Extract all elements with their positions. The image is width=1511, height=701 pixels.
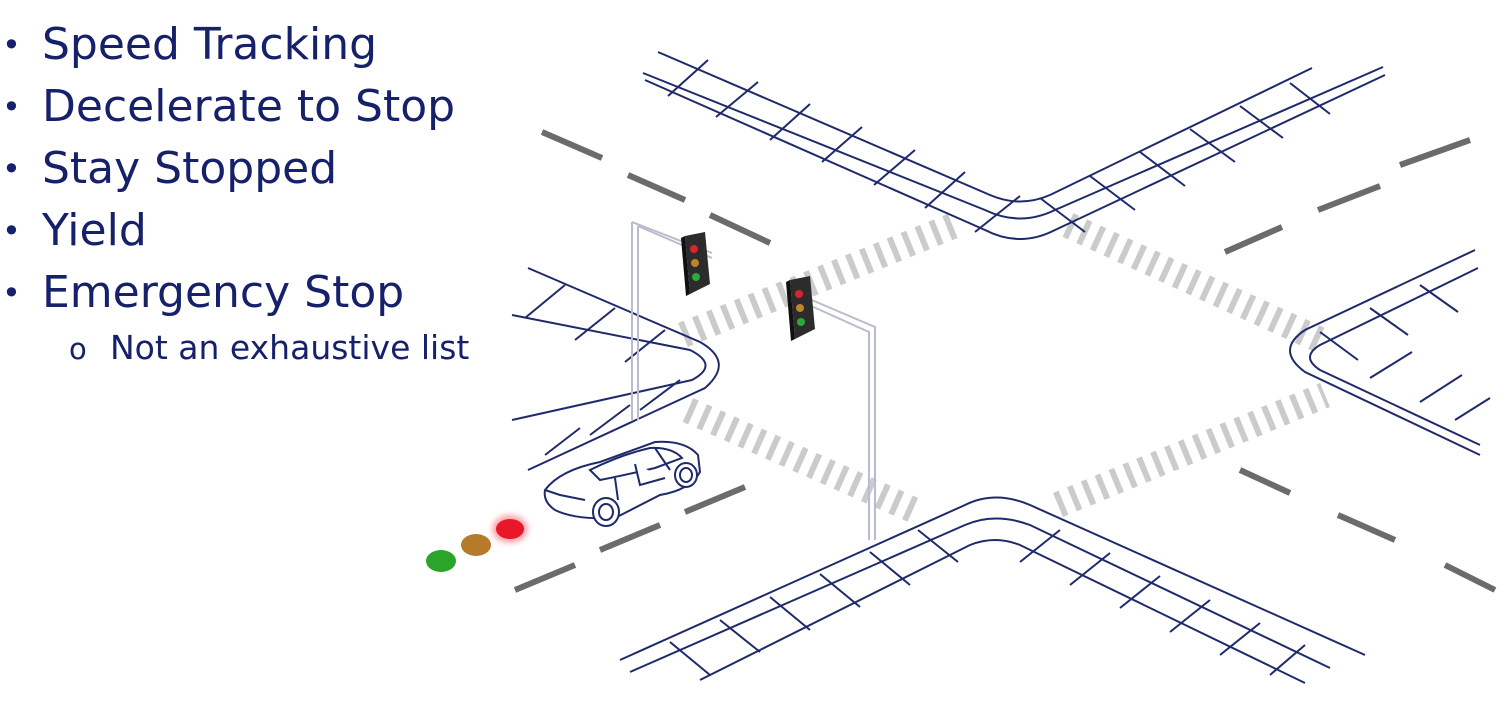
curb-west — [511, 267, 720, 471]
signal-state-icon — [426, 515, 528, 572]
bullet-list: Speed Tracking Decelerate to Stop Stay S… — [0, 14, 469, 373]
crosswalk-south — [1053, 382, 1330, 518]
bullet-stay-stopped: Stay Stopped — [0, 138, 469, 200]
traffic-light-icon — [681, 232, 710, 296]
curb-north — [642, 51, 1386, 240]
sub-bullet-not-exhaustive: Not an exhaustive list — [0, 324, 469, 373]
traffic-light-pole-center — [799, 294, 876, 540]
car-icon — [543, 440, 702, 527]
lane-dashes — [513, 129, 1497, 593]
curb-east — [1289, 249, 1491, 456]
crosswalk-east — [1062, 213, 1326, 352]
bullet-speed-tracking: Speed Tracking — [0, 14, 469, 76]
crosswalk-north — [678, 212, 960, 348]
traffic-light-icon — [786, 276, 815, 341]
curb-south — [619, 496, 1366, 684]
bullet-yield: Yield — [0, 200, 469, 262]
crosswalk-west — [682, 398, 926, 525]
bullet-decelerate-to-stop: Decelerate to Stop — [0, 76, 469, 138]
bullet-emergency-stop: Emergency Stop — [0, 262, 469, 324]
